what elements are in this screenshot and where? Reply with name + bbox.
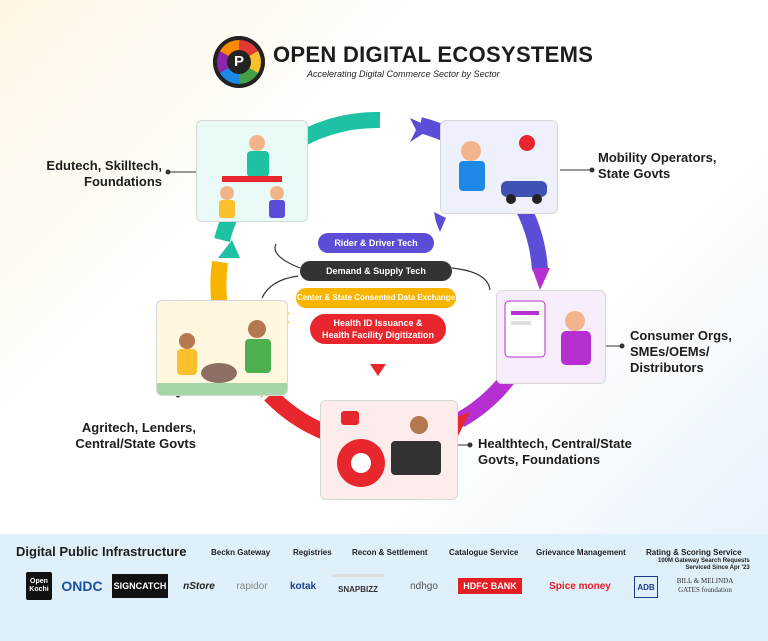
partner-signcatch-logo: SIGNCATCH bbox=[112, 574, 168, 598]
ode-logo-mark: P bbox=[227, 50, 251, 74]
sector-consumer-line3: Distributors bbox=[630, 360, 704, 375]
pill-demand-supply-tech: Demand & Supply Tech bbox=[300, 261, 452, 281]
sector-consumer-line2: SMEs/OEMs/ bbox=[630, 344, 710, 359]
partner-gates-logo: BILL & MELINDA GATES foundation bbox=[668, 574, 742, 598]
sector-mobility-line1: Mobility Operators, bbox=[598, 150, 717, 165]
mobility-illustration bbox=[440, 120, 558, 214]
sector-edutech: Edutech, Skilltech, Foundations bbox=[30, 158, 162, 190]
partner-ndhgo-logo: ndhgo bbox=[410, 580, 438, 592]
dpi-item-recon-settlement: Recon & Settlement bbox=[352, 548, 428, 557]
partner-ondc-logo: ONDC bbox=[61, 578, 103, 594]
ode-logo: P bbox=[213, 36, 265, 88]
pill-rider-driver-tech: Rider & Driver Tech bbox=[318, 233, 434, 253]
partner-openkochi-logo: Open Kochi bbox=[26, 572, 52, 600]
pill-consented-data-exchange: Center & State Consented Data Exchange bbox=[296, 288, 456, 308]
dpi-note: 100M Gateway Search Requests Serviced Si… bbox=[658, 558, 750, 572]
partner-hdfc-logo: HDFC BANK bbox=[458, 578, 522, 594]
page-subtitle: Accelerating Digital Commerce Sector by … bbox=[307, 69, 500, 79]
sector-health-line1: Healthtech, Central/State bbox=[478, 436, 632, 451]
pill-health-id: Health ID Issuance & Health Facility Dig… bbox=[310, 314, 446, 344]
sector-agritech-line1: Agritech, Lenders, bbox=[81, 420, 196, 435]
agritech-illustration bbox=[156, 300, 288, 396]
partner-adb-logo: ADB bbox=[634, 576, 658, 598]
sector-health: Healthtech, Central/State Govts, Foundat… bbox=[478, 436, 678, 468]
partner-spicemoney-logo: Spice money bbox=[549, 580, 611, 592]
cycle-arrow-magenta bbox=[532, 268, 550, 290]
dpi-item-registries: Registries bbox=[293, 548, 332, 557]
partner-nstore-logo: nStore bbox=[183, 580, 215, 592]
sector-consumer-line1: Consumer Orgs, bbox=[630, 328, 732, 343]
sector-health-line2: Govts, Foundations bbox=[478, 452, 601, 467]
page-title: OPEN DIGITAL ECOSYSTEMS bbox=[273, 42, 594, 67]
pill-health-id-line1: Health ID Issuance & bbox=[333, 318, 423, 328]
partner-gates-line2: GATES foundation bbox=[678, 586, 732, 594]
partner-openkochi-line1: Open bbox=[30, 578, 48, 585]
sector-mobility-line2: State Govts bbox=[598, 166, 671, 181]
partner-rapidor-logo: rapidor bbox=[236, 580, 268, 592]
consumer-illustration bbox=[496, 290, 606, 384]
inner-chevron-purple bbox=[434, 212, 446, 232]
sector-mobility: Mobility Operators, State Govts bbox=[598, 150, 758, 182]
sector-agritech-line2: Central/State Govts bbox=[75, 436, 196, 451]
healthtech-illustration bbox=[320, 400, 458, 500]
sector-edutech-line2: Foundations bbox=[84, 174, 162, 189]
partner-gates-line1: BILL & MELINDA bbox=[676, 577, 734, 585]
dpi-title: Digital Public Infrastructure bbox=[16, 544, 187, 559]
partner-snapbizz-logo: SNAPBIZZ bbox=[332, 574, 384, 601]
sector-edutech-line1: Edutech, Skilltech, bbox=[46, 158, 162, 173]
inner-chevron-red bbox=[370, 364, 386, 376]
dpi-item-grievance-management: Grievance Management bbox=[536, 548, 626, 557]
pill-health-id-line2: Health Facility Digitization bbox=[321, 330, 434, 340]
dpi-item-beckn-gateway: Beckn Gateway bbox=[211, 548, 271, 557]
dpi-note-line1: 100M Gateway Search Requests bbox=[658, 558, 750, 564]
edutech-illustration bbox=[196, 120, 308, 222]
dpi-item-catalogue-service: Catalogue Service bbox=[449, 548, 519, 557]
sector-agritech: Agritech, Lenders, Central/State Govts bbox=[20, 420, 196, 452]
cycle-arrow-purple bbox=[410, 118, 432, 142]
dpi-item-rating-scoring: Rating & Scoring Service bbox=[646, 548, 742, 557]
cycle-arrow-teal bbox=[218, 240, 240, 258]
partner-kotak-logo: kotak bbox=[289, 580, 317, 592]
dpi-note-line2: Serviced Since Apr '23 bbox=[685, 565, 750, 571]
partner-openkochi-line2: Kochi bbox=[29, 586, 49, 593]
sector-consumer: Consumer Orgs, SMEs/OEMs/ Distributors bbox=[630, 328, 760, 376]
